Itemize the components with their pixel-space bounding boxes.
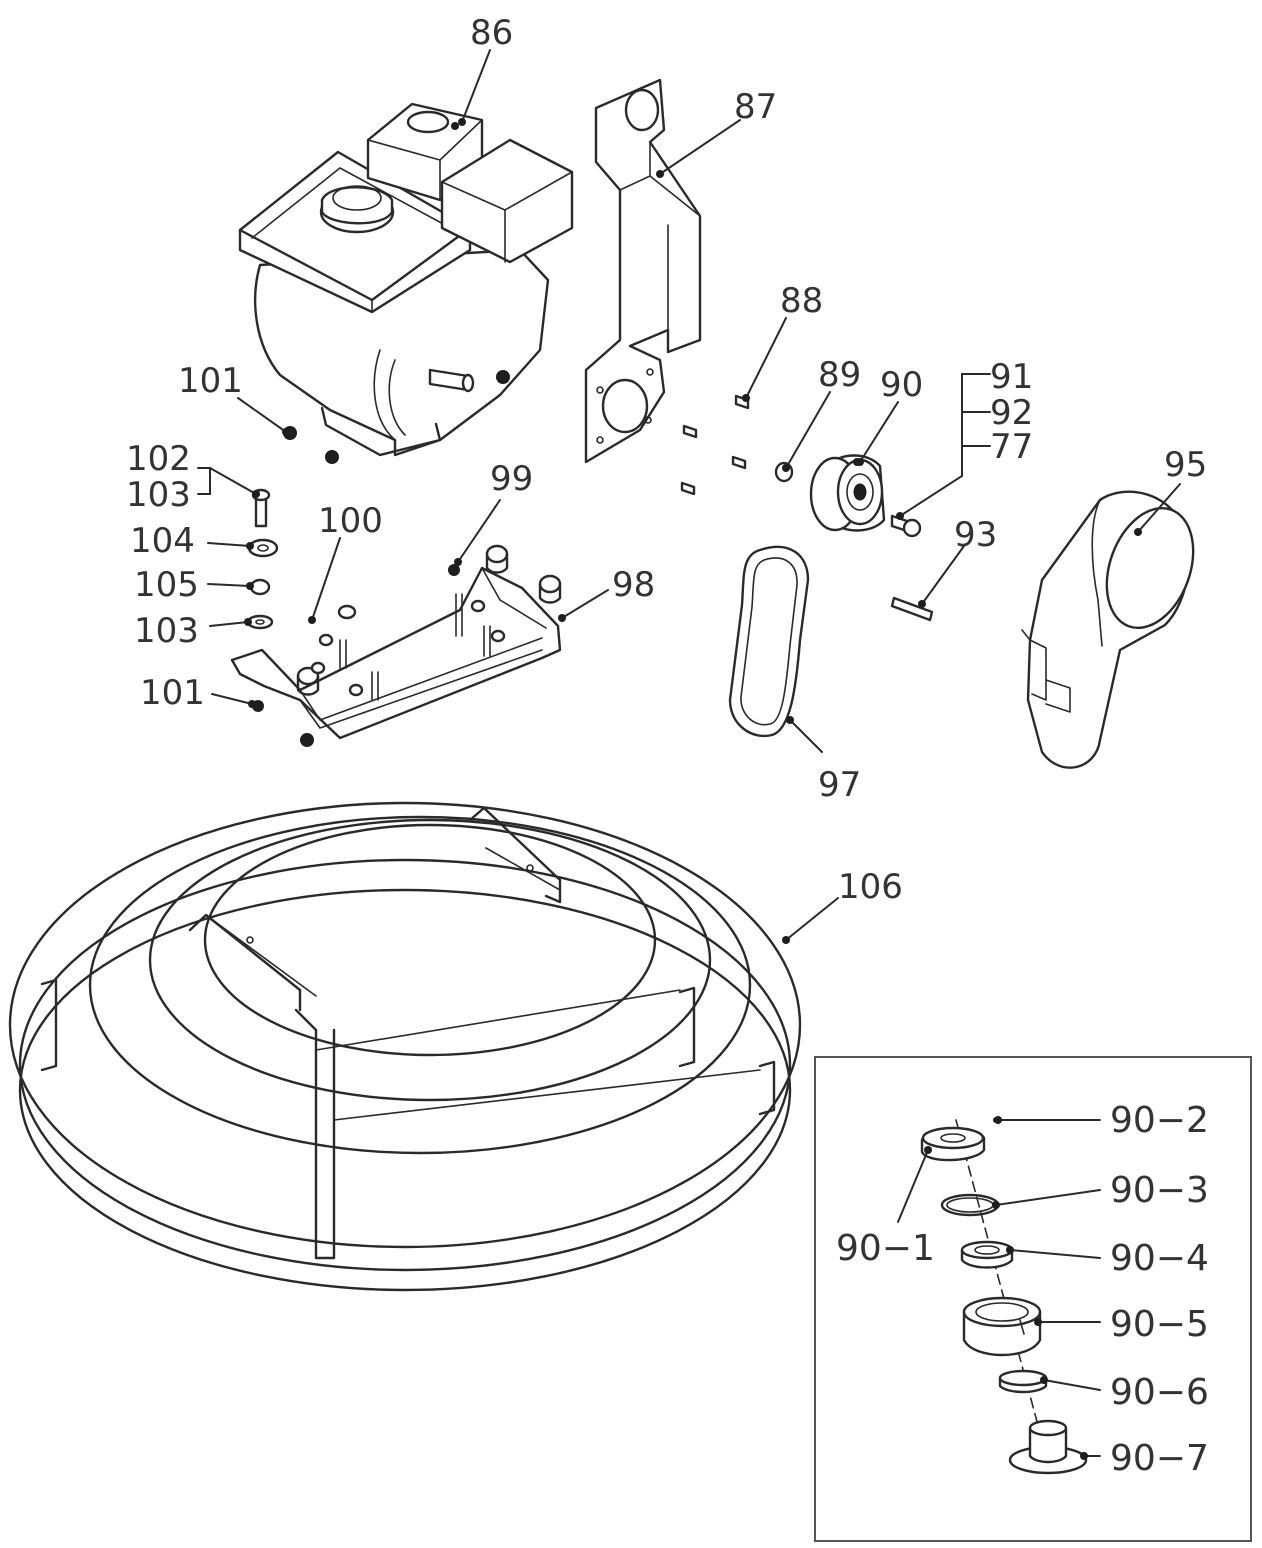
washer-part-90-6 bbox=[998, 1369, 1048, 1394]
drum-part-90-5 bbox=[962, 1296, 1042, 1357]
label-88: 88 bbox=[780, 281, 823, 321]
label-93: 93 bbox=[954, 515, 997, 555]
label-87: 87 bbox=[734, 87, 777, 127]
label-105: 105 bbox=[134, 565, 199, 605]
label-86: 86 bbox=[470, 13, 513, 53]
label-90-7: 90−7 bbox=[1110, 1438, 1209, 1479]
label-97: 97 bbox=[818, 765, 861, 805]
key-part-93 bbox=[890, 596, 934, 622]
ring-part-90-3 bbox=[940, 1193, 1000, 1217]
hub-part-90-7 bbox=[1008, 1419, 1088, 1475]
label-90-6: 90−6 bbox=[1110, 1372, 1209, 1413]
bolts-set bbox=[680, 394, 750, 496]
bracket-part-87 bbox=[584, 78, 702, 464]
clutch-pulley-part-90 bbox=[809, 454, 886, 532]
label-77: 77 bbox=[990, 427, 1033, 467]
bolt-washer-part-91-92-77 bbox=[890, 514, 922, 538]
part-number-labels: 86 87 88 89 90 91 92 77 95 93 97 98 99 1… bbox=[126, 13, 1209, 1479]
label-103-top: 103 bbox=[126, 475, 191, 515]
label-101-top: 101 bbox=[178, 361, 243, 401]
label-103-bottom: 103 bbox=[134, 611, 199, 651]
label-90-3: 90−3 bbox=[1110, 1170, 1209, 1211]
label-90-5: 90−5 bbox=[1110, 1304, 1209, 1345]
label-106: 106 bbox=[838, 867, 903, 907]
bearing-part-90-4 bbox=[960, 1240, 1014, 1269]
guard-ring-part-106 bbox=[8, 801, 802, 1292]
label-102: 102 bbox=[126, 439, 191, 479]
inset-centerline bbox=[955, 1119, 1051, 1471]
label-90: 90 bbox=[880, 365, 923, 405]
label-104: 104 bbox=[130, 521, 195, 561]
detail-inset-frame bbox=[814, 1056, 1252, 1542]
label-99: 99 bbox=[490, 459, 533, 499]
clutch-part-90-1-2 bbox=[920, 1117, 999, 1162]
base-plate-part-98 bbox=[230, 544, 562, 747]
belt-part-97 bbox=[728, 545, 810, 738]
leader-lines bbox=[197, 49, 1181, 1460]
hardware-stack-101-105 bbox=[246, 488, 279, 712]
label-101-bottom: 101 bbox=[140, 673, 205, 713]
label-92: 92 bbox=[990, 393, 1033, 433]
label-100: 100 bbox=[318, 501, 383, 541]
label-91: 91 bbox=[990, 357, 1033, 397]
label-90-1: 90−1 bbox=[836, 1228, 935, 1269]
label-98: 98 bbox=[612, 565, 655, 605]
label-90-2: 90−2 bbox=[1110, 1100, 1209, 1141]
label-95: 95 bbox=[1164, 445, 1207, 485]
label-90-4: 90−4 bbox=[1110, 1238, 1209, 1279]
label-89: 89 bbox=[818, 355, 861, 395]
engine-part-86 bbox=[238, 102, 574, 464]
belt-guard-part-95 bbox=[1021, 490, 1195, 769]
